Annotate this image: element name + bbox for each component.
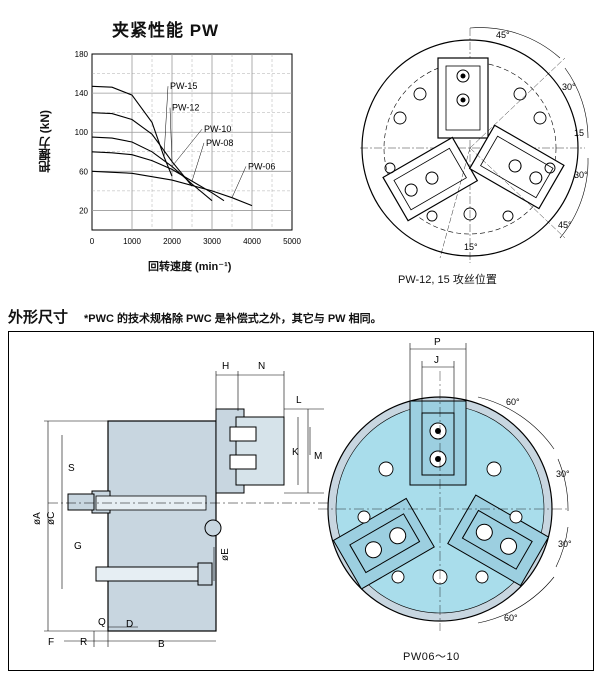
grip-force-chart: 0 1000 2000 3000 4000 5000 20 60 100 140 180 PW-15… — [75, 50, 302, 246]
dim-phiA: øA — [32, 512, 43, 525]
front-angle-60a: 60° — [506, 397, 520, 407]
series-label-pw-08: PW-08 — [206, 138, 233, 148]
dim-B: B — [158, 639, 165, 650]
x-tick-label: 4000 — [243, 237, 261, 246]
dim-phiE: øE — [220, 548, 231, 561]
series-line-pw-06 — [91, 170, 253, 207]
x-tick-label: 3000 — [203, 237, 221, 246]
model-label: PW06～10 — [403, 651, 460, 663]
series-label-pw-12: PW-12 — [172, 103, 199, 113]
angle-label: 45° — [496, 30, 510, 40]
svg-text:30°: 30° — [562, 82, 576, 92]
dim-phiC: øC — [46, 512, 57, 525]
x-tick-label: 0 — [90, 237, 95, 246]
front-angle-30a: 30° — [556, 469, 570, 479]
chuck-body — [107, 420, 217, 632]
dim-L: L — [296, 395, 302, 406]
chart-lines — [91, 85, 253, 207]
x-tick-label: 1000 — [123, 237, 141, 246]
svg-text:30°: 30° — [574, 170, 588, 180]
dim-S: S — [68, 463, 75, 474]
series-leader — [171, 129, 203, 167]
series-label-pw-06: PW-06 — [248, 161, 275, 171]
chart-title: 夹紧性能 PW — [112, 21, 220, 40]
front-jaw-top — [409, 400, 467, 486]
y-tick-label: 180 — [75, 50, 89, 59]
series-line-pw-12 — [91, 112, 193, 187]
dim-N: N — [258, 361, 265, 372]
dim-G: G — [74, 541, 82, 552]
chart-xlabel: 回转速度 (min⁻¹) — [148, 261, 232, 273]
series-leader — [231, 166, 247, 198]
y-tick-label: 140 — [75, 89, 89, 98]
series-line-pw-10 — [91, 136, 213, 202]
series-label-pw-15: PW-15 — [170, 81, 197, 91]
section-title: 外形尺寸 — [8, 309, 69, 326]
dim-P: P — [434, 337, 441, 348]
series-leader — [169, 107, 173, 162]
tapping-caption: PW-12, 15 攻丝位置 — [398, 274, 497, 286]
x-tick-label: 2000 — [163, 237, 181, 246]
dim-K: K — [292, 447, 299, 458]
dim-F: F — [48, 637, 54, 648]
front-angle-30b: 30° — [558, 539, 572, 549]
svg-text:15°: 15° — [464, 242, 478, 252]
series-line-pw-15 — [91, 85, 173, 177]
series-leader — [191, 142, 205, 182]
dim-J: J — [434, 355, 439, 366]
section-note: *PWC 的技术规格除 PWC 是补偿式之外，其它与 PW 相同。 — [84, 313, 382, 325]
y-tick-label: 60 — [79, 167, 88, 176]
y-tick-label: 20 — [79, 206, 88, 215]
dim-M: M — [314, 451, 322, 462]
x-tick-label: 5000 — [283, 237, 301, 246]
side-view-drawing: H N L K M S øA øC G øE F R Q D B — [32, 337, 572, 650]
chart-grid — [91, 53, 293, 231]
dim-R: R — [80, 637, 87, 648]
series-leader — [163, 86, 169, 157]
dim-Q: Q — [98, 617, 106, 628]
svg-text:45°: 45° — [558, 220, 572, 230]
dim-D: D — [126, 619, 133, 630]
tapping-position-drawing: 45° 30° 15 30° 45° 15° — [360, 27, 589, 263]
dim-H: H — [222, 361, 229, 372]
series-line-pw-08 — [91, 151, 225, 202]
series-label-pw-10: PW-10 — [204, 124, 231, 134]
svg-text:15: 15 — [574, 128, 584, 138]
y-tick-label: 100 — [75, 128, 89, 137]
front-angle-60b: 60° — [504, 613, 518, 623]
chart-ticks: 0 1000 2000 3000 4000 5000 20 60 100 140 180 — [75, 50, 302, 246]
